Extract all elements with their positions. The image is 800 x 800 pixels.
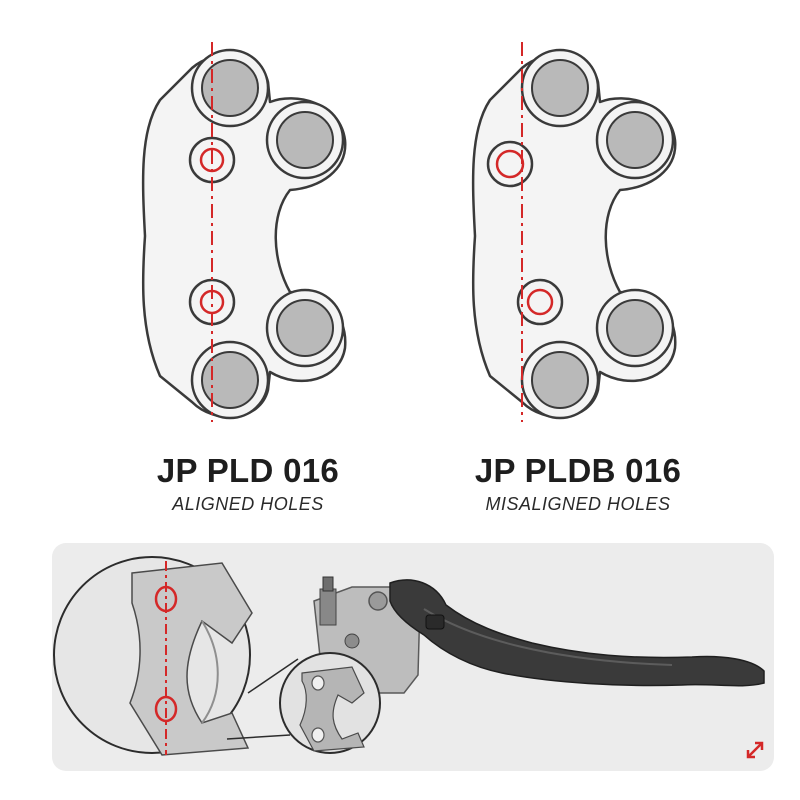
aligned-model-name: JP PLD 016 xyxy=(156,452,340,489)
zoomed-clamp-part xyxy=(129,562,253,756)
mount-hole-lower xyxy=(526,288,554,316)
lever-photo-panel xyxy=(52,543,774,771)
brake-lever-blade xyxy=(389,579,765,687)
mount-boss-upper xyxy=(486,140,534,188)
misaligned-model-name: JP PLDB 016 xyxy=(474,452,682,489)
aligned-caption: JP PLD 016 ALIGNED HOLES xyxy=(78,452,418,515)
misaligned-caption: JP PLDB 016 MISALIGNED HOLES xyxy=(408,452,748,515)
mount-boss-lower xyxy=(516,278,564,326)
expand-diagonal-arrows-icon[interactable] xyxy=(742,737,768,763)
aligned-subtitle: ALIGNED HOLES xyxy=(172,494,324,514)
misaligned-clamp-drawing xyxy=(471,42,677,422)
misaligned-subtitle: MISALIGNED HOLES xyxy=(485,494,671,514)
zoomed-hole-lower xyxy=(154,695,178,723)
lever-assembly-illustration xyxy=(53,556,765,756)
aligned-clamp-drawing xyxy=(141,42,347,422)
